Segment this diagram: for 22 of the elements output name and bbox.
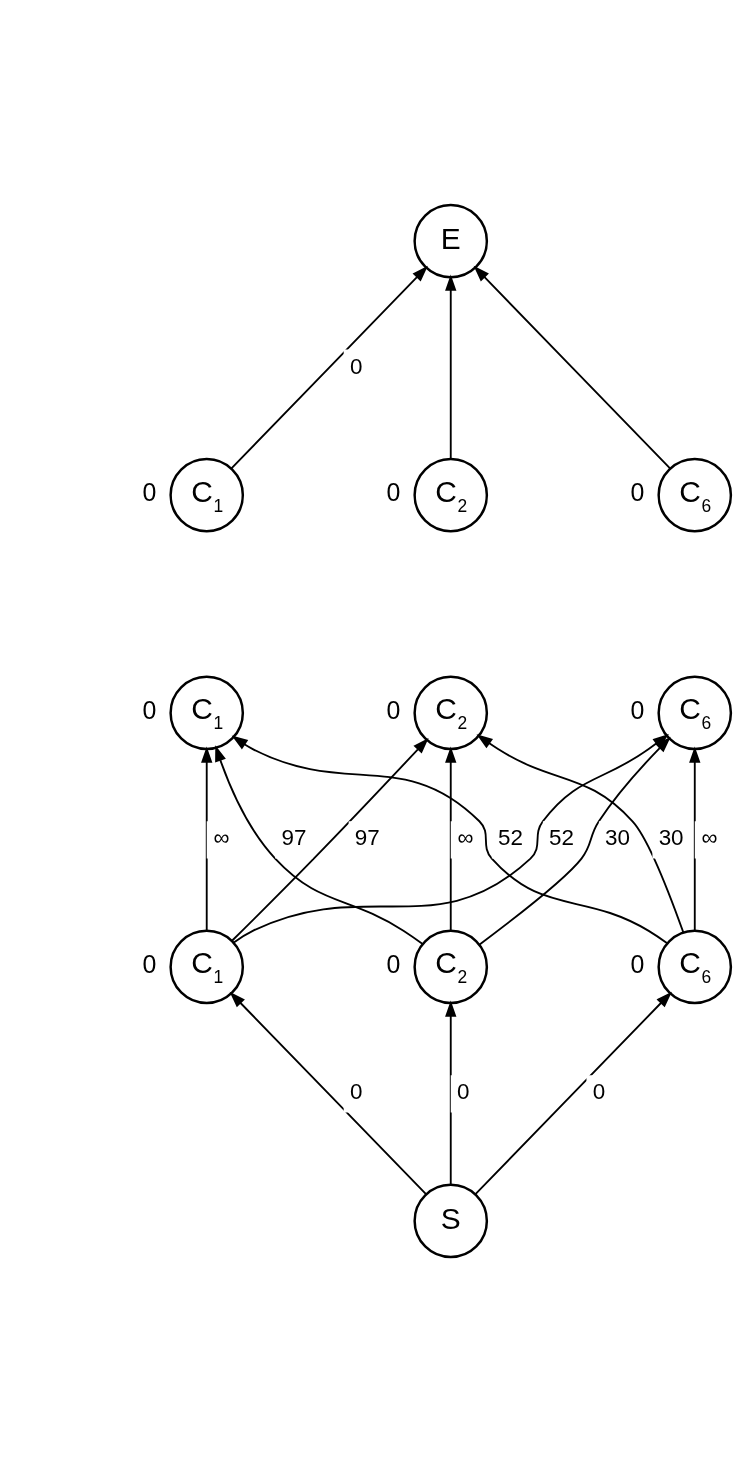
edge-label: 0 [592, 1078, 606, 1104]
node-label: 0 [386, 695, 401, 724]
edge-label: ∞ [701, 824, 718, 850]
node-label: 0 [386, 949, 401, 978]
node-label: 0 [386, 477, 401, 506]
node-label: 0 [142, 477, 157, 506]
edge-label: 0 [349, 1078, 363, 1104]
edge-label: ∞ [457, 824, 474, 850]
edge-label: 30 [658, 824, 684, 850]
edge-label: 97 [281, 824, 307, 850]
edge-label: 52 [549, 824, 575, 850]
edge-label: 30 [605, 824, 631, 850]
node-label: 0 [630, 949, 645, 978]
edge-label: 52 [498, 824, 523, 850]
node-label: 0 [142, 695, 157, 724]
node-label: 0 [630, 477, 645, 506]
edge-label: 0 [349, 353, 363, 379]
edge-label: 0 [456, 1078, 470, 1104]
edge-label: 97 [354, 824, 380, 850]
node-label: 0 [142, 949, 157, 978]
node-label: 0 [630, 695, 645, 724]
edge-label: ∞ [213, 824, 230, 850]
